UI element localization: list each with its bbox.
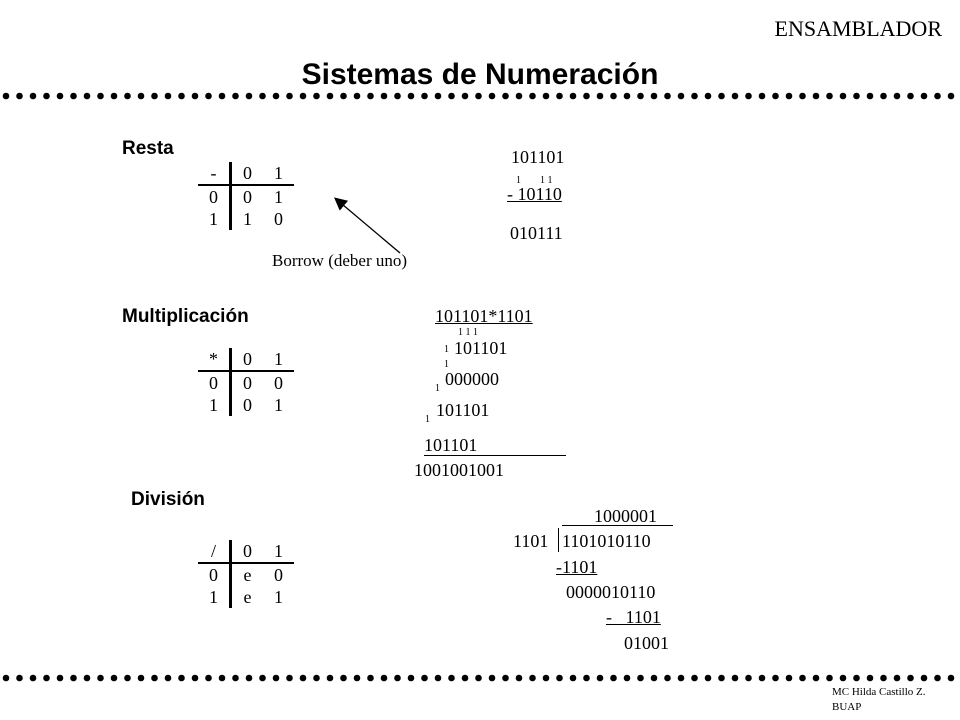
resta-subtrahend: - 10110 [507, 184, 562, 204]
footer-institution: BUAP [832, 701, 862, 713]
table-cell: 0 [198, 563, 232, 586]
table-row: 0 0 0 [198, 371, 294, 394]
table-cell: 1 [198, 208, 232, 230]
table-cell: 1 [274, 186, 283, 207]
div-quotient: 1000001 [594, 506, 657, 526]
table-cell: 0 [274, 208, 283, 229]
dotted-divider-top [2, 92, 955, 100]
table-cell: 1 [198, 586, 232, 608]
resta-result: 010111 [510, 223, 563, 243]
table-cell: 0 [230, 348, 263, 372]
table-cell: 0 [198, 185, 232, 208]
resta-minuend: 101101 [511, 147, 565, 167]
division-bracket [558, 528, 559, 552]
borrow-arrow [334, 197, 401, 254]
carry-mark: 1 1 1 [458, 327, 478, 338]
table-cell: 1 [274, 394, 283, 415]
div-remainder: 0000010110 [566, 582, 656, 602]
quotient-line [562, 525, 673, 526]
dotted-divider-bottom [2, 674, 955, 682]
table-cell: - [198, 162, 232, 186]
table-cell: 0 [230, 162, 263, 186]
table-cell: 0 [243, 372, 252, 393]
table-cell: 1 [274, 586, 283, 607]
table-row: 1 0 1 [198, 394, 294, 416]
table-row: 1 e 1 [198, 586, 294, 608]
resta-label: Resta [122, 138, 174, 159]
carry-mark: 1 [444, 359, 449, 370]
table-cell: / [198, 540, 232, 564]
table-cell: 1 [263, 162, 294, 186]
table-row: / 0 1 [198, 540, 294, 564]
table-row: 0 0 1 [198, 185, 294, 208]
header-tag: ENSAMBLADOR [774, 16, 942, 41]
div-divisor: 1101 [513, 531, 549, 551]
mult-partial: 000000 [445, 369, 499, 389]
mult-partial: 101101 [424, 435, 478, 455]
table-cell: 0 [230, 540, 263, 564]
division-truth-table: / 0 1 0 e 0 1 e 1 [198, 540, 294, 608]
mult-sum-line [424, 455, 566, 456]
borrow-mark: 1 1 [540, 175, 553, 186]
multiplicacion-label: Multiplicación [122, 306, 249, 327]
div-dividend: 1101010110 [562, 531, 651, 551]
division-label: División [131, 489, 205, 510]
table-cell: 0 [243, 394, 252, 415]
table-cell: 0 [243, 186, 252, 207]
carry-mark: 1 [425, 414, 430, 425]
div-step: - 1101 [606, 607, 661, 627]
table-cell: * [198, 348, 232, 372]
footer-author: MC Hilda Castillo Z. [832, 686, 926, 698]
carry-mark: 1 [435, 383, 440, 394]
mult-partial: 101101 [436, 400, 490, 420]
table-cell: 0 [274, 372, 283, 393]
page-title: Sistemas de Numeración [301, 58, 659, 91]
table-row: 1 1 0 [198, 208, 294, 230]
borrow-mark: 1 [516, 175, 521, 186]
borrow-note: Borrow (deber uno) [272, 251, 408, 270]
carry-mark: 1 [444, 344, 449, 355]
table-cell: e [243, 586, 252, 607]
div-remainder: 01001 [624, 633, 669, 653]
mult-result: 1001001001 [414, 460, 504, 480]
table-cell: e [243, 564, 252, 585]
div-step: -1101 [556, 557, 598, 577]
table-row: 0 e 0 [198, 563, 294, 586]
resta-truth-table: - 0 1 0 0 1 1 1 0 [198, 162, 294, 230]
table-row: * 0 1 [198, 348, 294, 372]
multiplicacion-truth-table: * 0 1 0 0 0 1 0 1 [198, 348, 294, 416]
mult-partial: 101101 [454, 338, 508, 358]
table-cell: 1 [243, 208, 252, 229]
table-row: - 0 1 [198, 162, 294, 186]
table-cell: 1 [263, 540, 294, 564]
mult-expression: 101101*1101 [435, 306, 533, 326]
table-cell: 1 [198, 394, 232, 416]
table-cell: 0 [274, 564, 283, 585]
table-cell: 0 [198, 371, 232, 394]
table-cell: 1 [263, 348, 294, 372]
